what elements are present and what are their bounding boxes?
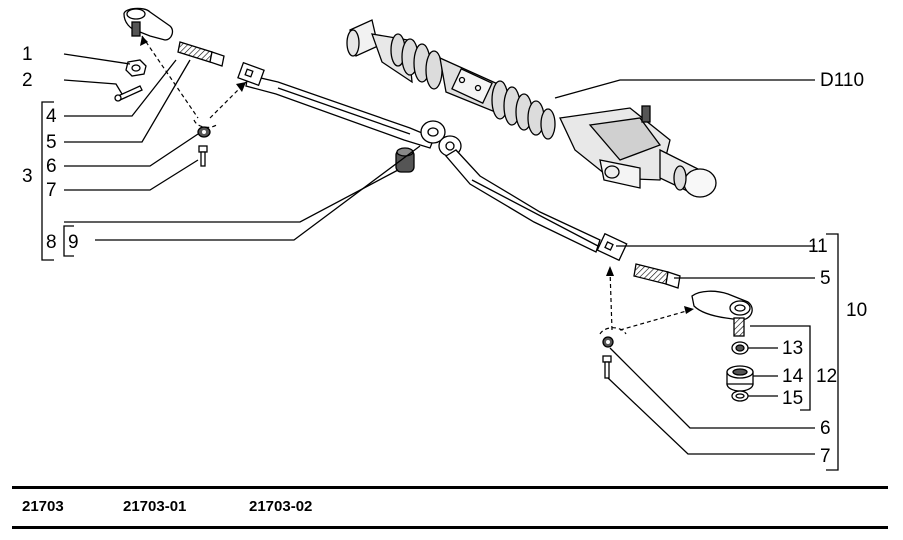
callout-1: 1 [22,44,33,65]
model-code-21703[interactable]: 21703 [22,498,64,515]
right-tie-rod[interactable] [438,135,628,262]
callout-4: 4 [46,106,57,127]
footer-top-rule [12,486,888,489]
left-bolt[interactable] [198,145,208,167]
callout-11: 11 [808,236,828,257]
split-pin[interactable] [114,85,143,102]
callout-6-right: 6 [820,418,831,439]
callout-labels: 1 2 4 5 3 6 7 8 9 D110 11 5 10 13 14 12 … [22,44,867,467]
model-codes: 21703 21703-01 21703-02 [22,498,312,515]
right-boot-14[interactable] [726,365,754,392]
left-threaded-stud[interactable] [177,41,225,67]
assembly-arrows [140,35,694,335]
callout-12: 12 [816,366,837,387]
right-ring-15[interactable] [731,390,749,402]
callout-15: 15 [782,388,803,409]
right-threaded-stud[interactable] [633,263,681,289]
callout-10: 10 [846,300,867,321]
footer-bottom-rule [12,526,888,529]
castle-nut[interactable] [125,59,147,77]
callout-9: 9 [68,232,79,253]
right-bolt[interactable] [602,355,612,379]
callout-7-left: 7 [46,180,57,201]
leader-lines [41,53,839,471]
rubber-bushing[interactable] [395,147,415,173]
model-code-21703-02[interactable]: 21703-02 [249,498,313,515]
left-tie-rod[interactable] [237,61,446,149]
callout-d110: D110 [820,70,864,91]
callout-6-left: 6 [46,156,57,177]
callout-7-right: 7 [820,446,831,467]
left-washer[interactable] [197,126,211,138]
callout-5-left: 5 [46,132,57,153]
right-washer[interactable] [602,336,614,348]
model-code-21703-01[interactable]: 21703-01 [123,498,187,515]
right-tie-rod-end[interactable] [691,290,753,337]
callout-14: 14 [782,366,804,387]
steering-rack[interactable] [346,19,717,198]
callout-2: 2 [22,70,33,91]
right-nut-13[interactable] [731,341,749,355]
left-tie-rod-end[interactable] [123,7,174,41]
callout-5-right: 5 [820,268,831,289]
callout-8: 8 [46,232,57,253]
callout-3: 3 [22,166,33,187]
callout-13: 13 [782,338,803,359]
